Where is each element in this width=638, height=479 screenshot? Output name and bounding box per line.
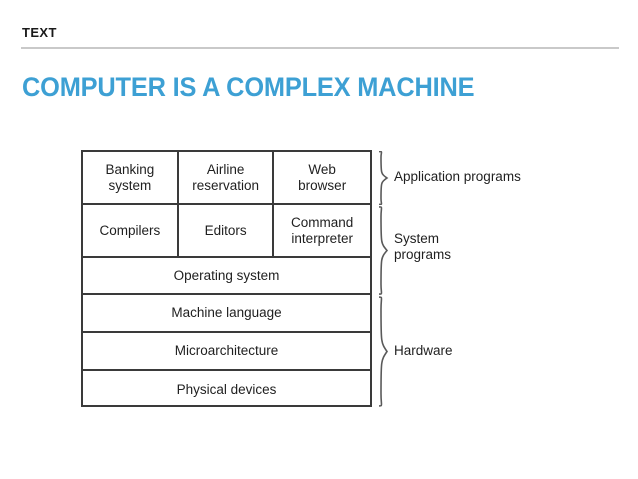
curly-brace-icon <box>376 206 389 295</box>
layer-cell-compilers: Compilers <box>83 205 179 256</box>
layer-cell-command-interpreter: Command interpreter <box>291 214 354 246</box>
layer-cell-operating-system: Operating system <box>173 267 280 283</box>
layer-cell-banking-system: Banking system <box>83 152 179 203</box>
computer-system-layers-diagram: Banking system Airline reservation Web b… <box>81 150 637 412</box>
group-label-system-programs: System programs <box>394 231 452 263</box>
layer-table: Banking system Airline reservation Web b… <box>81 150 372 407</box>
table-row: Physical devices <box>83 371 370 409</box>
table-row: Banking system Airline reservation Web b… <box>83 152 370 205</box>
table-row: Compilers Editors Command interpreter <box>83 205 370 258</box>
slide-header: TEXT <box>0 0 638 52</box>
slide-header-label: TEXT <box>22 25 57 40</box>
table-row: Microarchitecture <box>83 333 370 371</box>
layer-cell-web-browser: Web browser <box>298 161 347 193</box>
page-title: COMPUTER IS A COMPLEX MACHINE <box>22 72 475 102</box>
group-label-application-programs: Application programs <box>394 169 521 184</box>
curly-brace-icon <box>376 296 389 407</box>
header-divider <box>21 47 619 49</box>
layer-cell-editors: Editors <box>179 205 275 256</box>
layer-cell-airline-reservation: Airline reservation <box>179 152 275 203</box>
table-row: Operating system <box>83 258 370 295</box>
layer-cell-machine-language: Machine language <box>171 305 282 321</box>
curly-brace-icon <box>376 151 389 205</box>
layer-cell-physical-devices: Physical devices <box>176 382 277 398</box>
layer-cell-microarchitecture: Microarchitecture <box>174 343 279 359</box>
group-label-hardware: Hardware <box>394 343 453 358</box>
table-row: Machine language <box>83 295 370 333</box>
